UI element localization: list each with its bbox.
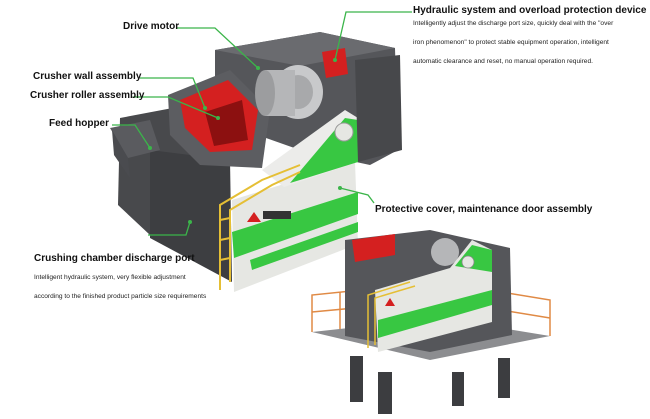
cover-green-band xyxy=(232,192,358,258)
small-motor xyxy=(431,238,459,266)
main-body-front xyxy=(150,150,232,282)
label-protective-cover: Protective cover, maintenance door assem… xyxy=(375,204,593,215)
brand-logo xyxy=(247,212,261,222)
leader-feed-hopper xyxy=(112,124,151,149)
leader-drive-motor xyxy=(177,27,259,69)
label-hydraulic: Hydraulic system and overload protection… xyxy=(413,5,647,16)
hydraulic-desc-line: iron phenomenon" to protect stable equip… xyxy=(413,39,609,46)
chamber-shadow xyxy=(205,100,248,146)
brand-text-block xyxy=(263,211,291,219)
feed-hopper-side xyxy=(112,130,130,178)
label-crusher-wall: Crusher wall assembly xyxy=(33,71,142,82)
rear-structure-right xyxy=(355,55,402,162)
discharge-desc-line: Intelligent hydraulic system, very flexi… xyxy=(34,274,186,281)
leg-4 xyxy=(498,358,510,398)
motor-red-part xyxy=(322,48,348,78)
label-drive-motor: Drive motor xyxy=(123,21,180,32)
platform-crusher xyxy=(311,230,551,414)
small-cover-green xyxy=(378,290,492,338)
small-fan xyxy=(461,255,475,269)
hydraulic-desc-line: automatic clearance and reset, no manual… xyxy=(413,58,593,65)
discharge-description: Intelligent hydraulic system, very flexi… xyxy=(34,268,206,306)
hydraulic-desc-line: Intelligently adjust the discharge port … xyxy=(413,20,614,27)
leader-crusher-wall xyxy=(140,77,206,109)
discharge-desc-line: according to the finished product partic… xyxy=(34,293,207,300)
cover-fan xyxy=(334,122,354,142)
leg-1 xyxy=(350,356,363,402)
hydraulic-description: Intelligently adjust the discharge port … xyxy=(413,14,613,71)
leg-3 xyxy=(452,372,464,406)
small-ladder xyxy=(367,281,416,348)
leader-discharge xyxy=(148,221,191,236)
leader-protective-cover xyxy=(339,187,375,204)
leader-dots xyxy=(148,58,342,224)
label-crusher-roller: Crusher roller assembly xyxy=(30,90,145,101)
leader-lines xyxy=(112,11,412,236)
access-ladder xyxy=(219,164,301,290)
small-red-chamber xyxy=(352,234,395,262)
main-crusher xyxy=(110,32,402,292)
leader-crusher-roller xyxy=(133,96,219,119)
label-discharge-port: Crushing chamber discharge port xyxy=(34,253,195,264)
cover-green-band-low xyxy=(250,222,358,270)
drive-motor xyxy=(255,65,323,119)
small-brand-logo xyxy=(385,298,395,306)
leg-2 xyxy=(378,372,392,414)
label-feed-hopper: Feed hopper xyxy=(49,118,110,129)
rear-housing-top xyxy=(215,32,395,66)
leader-hydraulic xyxy=(334,11,412,61)
